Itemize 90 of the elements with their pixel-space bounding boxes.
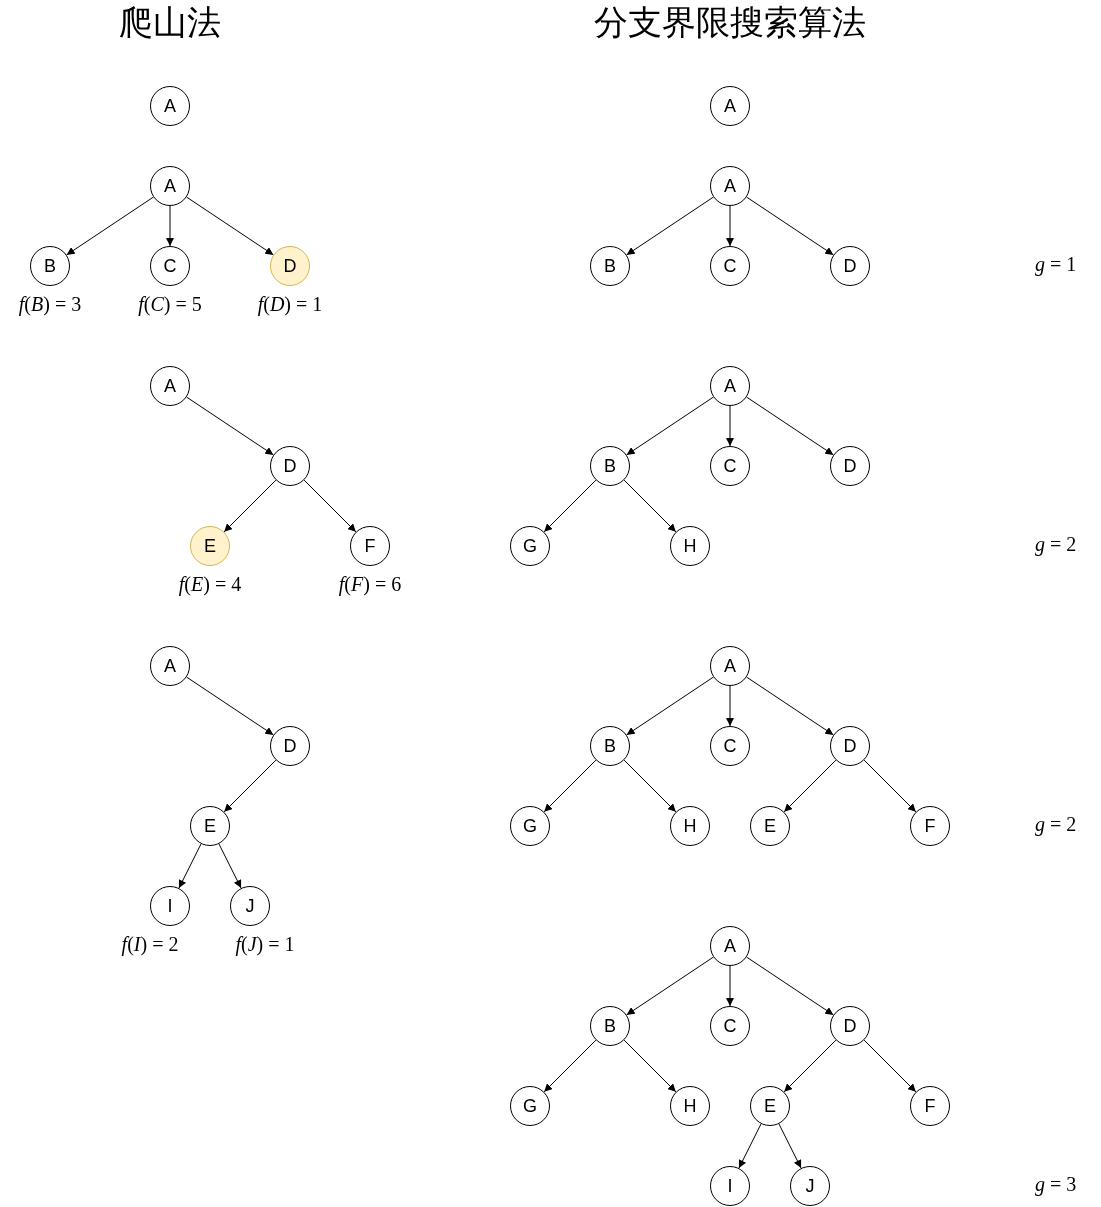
node-circle: A <box>710 926 750 966</box>
arrow <box>726 685 734 727</box>
node-circle: C <box>710 1006 750 1046</box>
node-circle: A <box>150 646 190 686</box>
arrow <box>863 759 917 813</box>
arrow <box>66 196 154 256</box>
node-circle: E <box>750 1086 790 1126</box>
node-circle: B <box>590 726 630 766</box>
arrow <box>726 205 734 247</box>
score-formula: f(E) = 4 <box>178 573 242 595</box>
arrow <box>543 759 597 813</box>
node-circle: G <box>510 806 550 846</box>
arrow <box>778 1123 802 1169</box>
score-formula: f(F) = 6 <box>338 573 402 595</box>
node-circle: H <box>670 526 710 566</box>
arrow <box>218 843 242 889</box>
score-formula: f(B) = 3 <box>18 293 82 315</box>
arrow <box>623 479 677 533</box>
node-circle: G <box>510 1086 550 1126</box>
arrow <box>223 479 277 533</box>
arrow <box>738 1123 762 1169</box>
node-circle: E <box>750 806 790 846</box>
node-circle: C <box>710 246 750 286</box>
arrow <box>543 479 597 533</box>
node-circle: C <box>710 726 750 766</box>
arrow <box>186 196 274 256</box>
arrow <box>626 676 714 736</box>
node-circle: A <box>150 166 190 206</box>
node-circle: E <box>190 526 230 566</box>
arrow <box>746 676 834 736</box>
arrow <box>626 956 714 1016</box>
node-circle: I <box>150 886 190 926</box>
node-circle: H <box>670 1086 710 1126</box>
node-circle: A <box>710 166 750 206</box>
heading: 爬山法 <box>119 2 221 43</box>
node-circle: B <box>590 1006 630 1046</box>
node-circle: D <box>270 246 310 286</box>
arrow <box>623 759 677 813</box>
node-circle: B <box>30 246 70 286</box>
node-circle: B <box>590 246 630 286</box>
arrow <box>746 396 834 456</box>
arrow <box>186 676 274 736</box>
node-circle: H <box>670 806 710 846</box>
score-formula: f(J) = 1 <box>235 933 295 955</box>
cost-formula: g = 3 <box>1035 1173 1077 1195</box>
node-circle: F <box>910 806 950 846</box>
node-circle: D <box>830 726 870 766</box>
arrow <box>186 396 274 456</box>
node-circle: D <box>830 246 870 286</box>
arrow <box>178 843 202 889</box>
arrow <box>626 396 714 456</box>
node-circle: I <box>710 1166 750 1206</box>
node-circle: A <box>710 86 750 126</box>
score-formula: f(I) = 2 <box>121 933 179 955</box>
node-circle: A <box>150 366 190 406</box>
arrow <box>726 965 734 1007</box>
score-formula: f(D) = 1 <box>257 293 323 315</box>
cost-formula: g = 2 <box>1035 813 1077 835</box>
node-circle: C <box>710 446 750 486</box>
arrow <box>166 205 174 247</box>
node-circle: J <box>790 1166 830 1206</box>
cost-formula: g = 2 <box>1035 533 1077 555</box>
node-circle: F <box>910 1086 950 1126</box>
arrow <box>726 405 734 447</box>
node-circle: D <box>830 1006 870 1046</box>
arrow <box>543 1039 597 1093</box>
cost-formula: g = 1 <box>1035 253 1077 275</box>
arrow <box>223 759 277 813</box>
node-circle: D <box>270 446 310 486</box>
heading: 分支界限搜索算法 <box>594 2 866 43</box>
node-circle: B <box>590 446 630 486</box>
arrow <box>303 479 357 533</box>
arrow <box>746 196 834 256</box>
arrow <box>783 759 837 813</box>
arrow <box>626 196 714 256</box>
arrow <box>746 956 834 1016</box>
node-circle: A <box>710 646 750 686</box>
arrow <box>863 1039 917 1093</box>
node-circle: D <box>270 726 310 766</box>
score-formula: f(C) = 5 <box>138 293 202 315</box>
arrow <box>623 1039 677 1093</box>
node-circle: J <box>230 886 270 926</box>
node-circle: G <box>510 526 550 566</box>
arrow <box>783 1039 837 1093</box>
node-circle: A <box>150 86 190 126</box>
node-circle: C <box>150 246 190 286</box>
node-circle: E <box>190 806 230 846</box>
node-circle: F <box>350 526 390 566</box>
node-circle: D <box>830 446 870 486</box>
node-circle: A <box>710 366 750 406</box>
